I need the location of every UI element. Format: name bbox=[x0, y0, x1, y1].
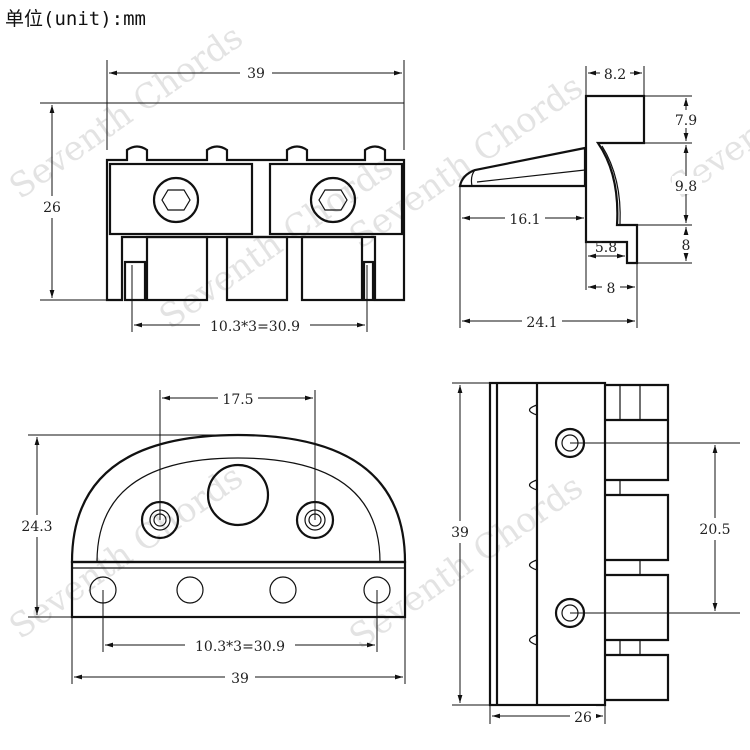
dim-height: 26 bbox=[43, 200, 61, 216]
bottom-view: 17.5 24.3 10.3*3=30.9 39 bbox=[20, 388, 407, 687]
dim-hole-spacing: 10.3*3=30.9 bbox=[195, 639, 285, 655]
rear-view: 39 20.5 26 bbox=[446, 381, 740, 726]
dim-bolt-spacing: 17.5 bbox=[222, 392, 253, 408]
dim-total-length: 24.1 bbox=[526, 315, 557, 331]
dim-height: 39 bbox=[451, 525, 469, 541]
dim-width: 39 bbox=[231, 671, 249, 687]
watermark: Seventh Chords bbox=[2, 17, 250, 207]
dim-top-width: 8.2 bbox=[604, 67, 626, 83]
dim-step-width: 5.8 bbox=[595, 240, 617, 256]
front-view: 39 26 10.3*3=30.9 bbox=[40, 60, 406, 335]
dim-lower-height: 8 bbox=[682, 238, 691, 254]
dim-base-width: 8 bbox=[607, 281, 616, 297]
watermark: Seventh Chords bbox=[2, 457, 250, 647]
side-view: 8.2 7.9 9.8 8 16.1 5.8 8 24.1 bbox=[458, 64, 702, 331]
dim-bolt-spacing: 20.5 bbox=[699, 522, 730, 538]
unit-label: 单位(unit):mm bbox=[5, 8, 146, 30]
dim-wedge-length: 16.1 bbox=[509, 212, 540, 228]
dim-spacing: 10.3*3=30.9 bbox=[210, 319, 300, 335]
dim-mid-height: 9.8 bbox=[675, 179, 697, 195]
dim-width: 39 bbox=[247, 66, 265, 82]
dim-height: 24.3 bbox=[21, 519, 52, 535]
dim-upper-height: 7.9 bbox=[675, 113, 697, 129]
dim-width: 26 bbox=[574, 710, 592, 726]
